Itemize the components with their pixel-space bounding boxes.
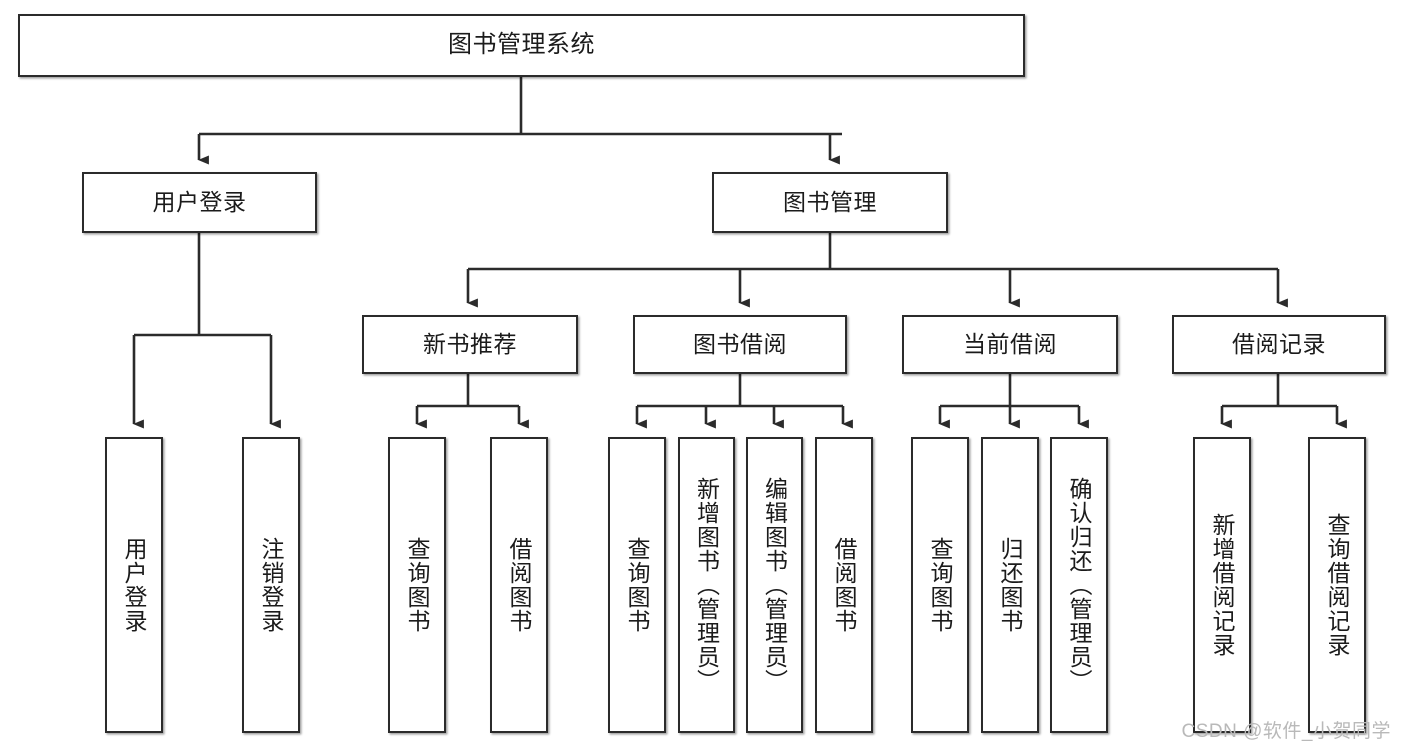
node-book-management[interactable]: 图书管理: [712, 172, 948, 233]
node-leaf-borrow-book-1[interactable]: 借阅图书: [490, 437, 548, 733]
node-leaf-return-book[interactable]: 归还图书: [981, 437, 1039, 733]
node-book-borrow-label: 图书借阅: [693, 330, 787, 357]
node-book-management-label: 图书管理: [783, 188, 877, 215]
node-current-borrow-label: 当前借阅: [963, 330, 1057, 357]
node-leaf-query-record[interactable]: 查询借阅记录: [1308, 437, 1366, 733]
node-leaf-query-book-2[interactable]: 查询图书: [608, 437, 666, 733]
node-leaf-edit-book-label: 编辑图书（管理员）: [761, 477, 788, 693]
node-leaf-query-book-1[interactable]: 查询图书: [388, 437, 446, 733]
csdn-watermark: CSDN @软件_小贺同学: [1181, 721, 1391, 742]
node-book-borrow[interactable]: 图书借阅: [633, 315, 847, 374]
node-leaf-add-book[interactable]: 新增图书（管理员）: [678, 437, 735, 733]
node-root-system[interactable]: 图书管理系统: [18, 14, 1025, 77]
node-leaf-query-book-3-label: 查询图书: [927, 537, 954, 633]
node-leaf-confirm-return[interactable]: 确认归还（管理员）: [1050, 437, 1108, 733]
node-new-book-recommend[interactable]: 新书推荐: [362, 315, 578, 374]
node-leaf-borrow-book-2[interactable]: 借阅图书: [815, 437, 873, 733]
node-leaf-logout-login-label: 注销登录: [258, 537, 285, 633]
node-root-system-label: 图书管理系统: [448, 31, 595, 59]
node-leaf-edit-book[interactable]: 编辑图书（管理员）: [746, 437, 803, 733]
node-leaf-query-book-2-label: 查询图书: [624, 537, 651, 633]
node-leaf-add-record-label: 新增借阅记录: [1209, 513, 1236, 657]
node-leaf-return-book-label: 归还图书: [997, 537, 1024, 633]
node-user-login[interactable]: 用户登录: [82, 172, 317, 233]
node-leaf-user-login[interactable]: 用户登录: [105, 437, 163, 733]
node-leaf-borrow-book-2-label: 借阅图书: [831, 537, 858, 633]
node-current-borrow[interactable]: 当前借阅: [902, 315, 1118, 374]
node-leaf-user-login-label: 用户登录: [121, 537, 148, 633]
node-leaf-add-record[interactable]: 新增借阅记录: [1193, 437, 1251, 733]
node-borrow-record-label: 借阅记录: [1232, 330, 1326, 357]
node-leaf-query-book-1-label: 查询图书: [404, 537, 431, 633]
node-leaf-logout-login[interactable]: 注销登录: [242, 437, 300, 733]
node-leaf-query-book-3[interactable]: 查询图书: [911, 437, 969, 733]
node-user-login-label: 用户登录: [152, 188, 247, 215]
node-leaf-borrow-book-1-label: 借阅图书: [506, 537, 533, 633]
node-leaf-confirm-return-label: 确认归还（管理员）: [1066, 477, 1093, 693]
node-new-book-recommend-label: 新书推荐: [423, 330, 517, 357]
node-leaf-add-book-label: 新增图书（管理员）: [693, 477, 720, 693]
node-borrow-record[interactable]: 借阅记录: [1172, 315, 1386, 374]
node-leaf-query-record-label: 查询借阅记录: [1324, 513, 1351, 657]
